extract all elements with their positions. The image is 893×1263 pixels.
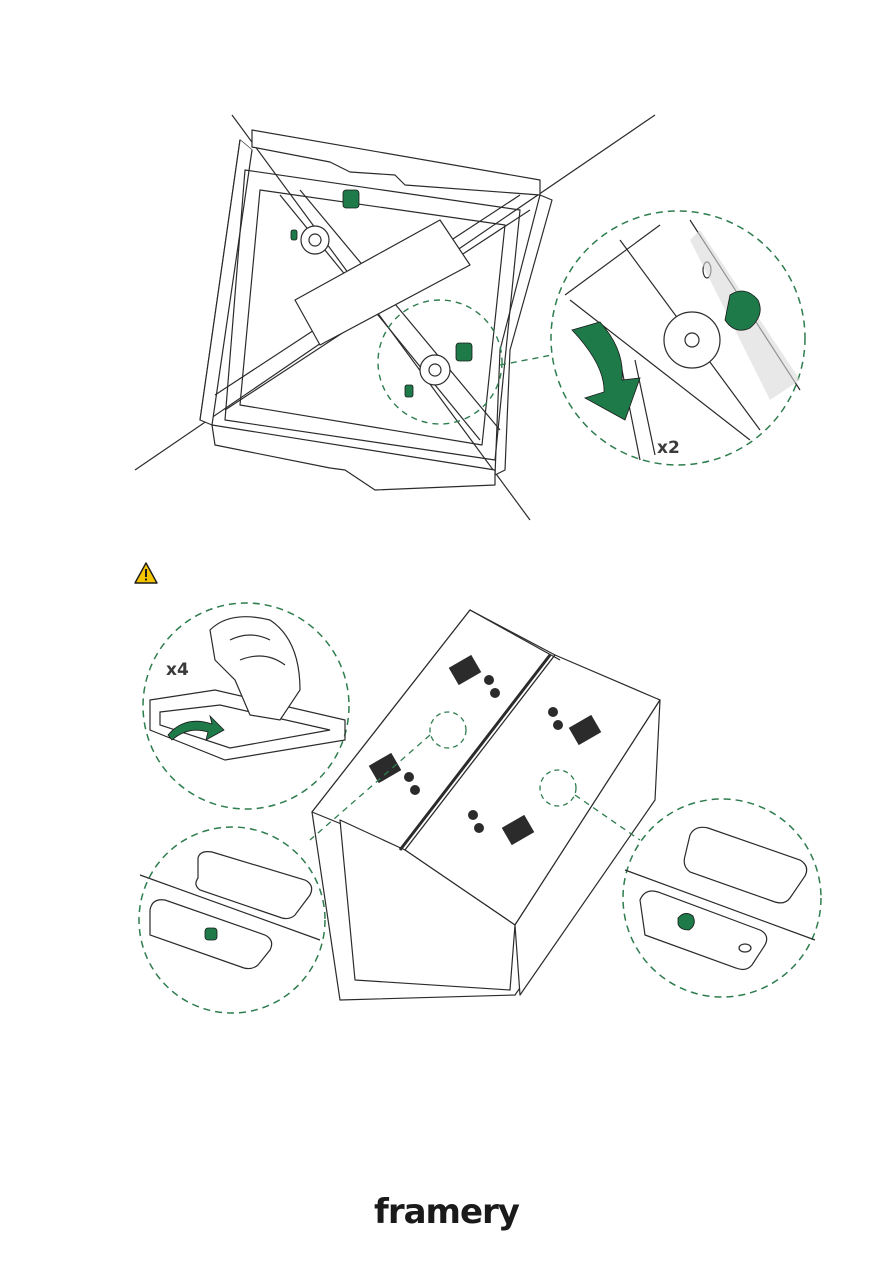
pod-assembly-bottom-illustration bbox=[0, 540, 893, 1020]
framery-logo: framery bbox=[0, 1192, 893, 1232]
quantity-label-x2: x2 bbox=[657, 438, 680, 458]
quantity-label-x4: x4 bbox=[166, 660, 189, 680]
frame-assembly-top-illustration bbox=[0, 0, 893, 540]
